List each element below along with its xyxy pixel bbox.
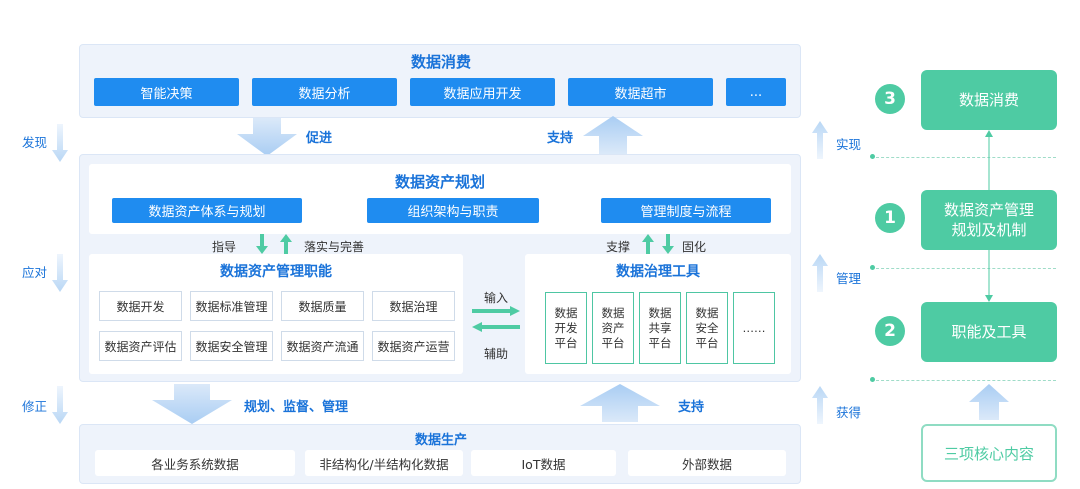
tool-dev-platform: 数据 开发 平台 [545, 292, 587, 364]
consumption-item-app-dev: 数据应用开发 [410, 78, 555, 106]
tool-security-platform: 数据 安全 平台 [686, 292, 728, 364]
core-functions-box: 职能及工具 [921, 302, 1057, 362]
planning-item-organization: 组织架构与职责 [367, 198, 539, 223]
discover-down-arrow [52, 124, 68, 162]
function-evaluation: 数据资产评估 [99, 331, 182, 361]
tool-asset-platform: 数据 资产 平台 [592, 292, 634, 364]
plan-down-arrow [152, 384, 232, 424]
implement-label: 落实与完善 [304, 240, 365, 254]
core-consumption-box: 数据消费 [921, 70, 1057, 130]
separator-line [876, 380, 1056, 381]
core-planning-box: 数据资产管理 规划及机制 [921, 190, 1057, 250]
correct-label: 修正 [22, 399, 48, 414]
function-standard: 数据标准管理 [190, 291, 273, 321]
production-title: 数据生产 [414, 433, 467, 448]
obtain-label: 获得 [836, 405, 862, 420]
guide-down-arrow [256, 234, 268, 254]
realize-up-arrow [812, 121, 828, 159]
step-1-badge: 1 [875, 203, 905, 233]
functions-title: 数据资产管理职能 [220, 264, 332, 280]
top-support-label: 支持 [547, 131, 574, 146]
plan-supervise-label: 规划、监督、管理 [244, 400, 349, 415]
separator-dot [870, 265, 875, 270]
consumption-item-market: 数据超市 [568, 78, 713, 106]
consumption-title: 数据消费 [410, 53, 471, 71]
core-content-box: 三项核心内容 [921, 424, 1057, 482]
separator-dot [870, 377, 875, 382]
manage-up-arrow [812, 254, 828, 292]
planning-item-policy: 管理制度与流程 [601, 198, 771, 223]
respond-down-arrow [52, 254, 68, 292]
manage-label: 管理 [836, 271, 862, 286]
correct-down-arrow [52, 386, 68, 424]
assist-label: 辅助 [484, 347, 509, 361]
separator-line [876, 268, 1056, 269]
promote-label: 促进 [306, 131, 333, 146]
tool-share-platform: 数据 共享 平台 [639, 292, 681, 364]
realize-label: 实现 [836, 137, 862, 152]
consumption-item-more: ... [726, 78, 786, 106]
consumption-item-analysis: 数据分析 [252, 78, 397, 106]
discover-label: 发现 [22, 135, 48, 150]
function-governance: 数据治理 [372, 291, 455, 321]
consumption-item-decision: 智能决策 [94, 78, 239, 106]
production-item-iot: IoT数据 [471, 450, 616, 476]
production-item-unstructured: 非结构化/半结构化数据 [305, 450, 463, 476]
function-quality: 数据质量 [281, 291, 364, 321]
implement-up-arrow [280, 234, 292, 254]
solidify-label: 固化 [682, 240, 707, 254]
input-label: 输入 [484, 291, 509, 305]
support-small-up-arrow [642, 234, 654, 254]
function-operation: 数据资产运营 [372, 331, 455, 361]
step-3-badge: 3 [875, 84, 905, 114]
function-dev: 数据开发 [99, 291, 182, 321]
assist-left-arrow [472, 322, 520, 332]
separator-line [876, 157, 1056, 158]
tool-more: …… [733, 292, 775, 364]
planning-title: 数据资产规划 [394, 173, 485, 191]
respond-label: 应对 [22, 265, 48, 280]
support-up-arrow [583, 116, 643, 154]
right-support-label: 支撑 [606, 240, 631, 254]
bottom-support-up-arrow [580, 384, 660, 422]
solidify-down-arrow [662, 234, 674, 254]
tools-title: 数据治理工具 [616, 264, 700, 280]
planning-item-system: 数据资产体系与规划 [112, 198, 302, 223]
production-item-business: 各业务系统数据 [95, 450, 295, 476]
function-circulation: 数据资产流通 [281, 331, 364, 361]
function-security: 数据安全管理 [190, 331, 273, 361]
production-item-external: 外部数据 [628, 450, 786, 476]
consumption-panel: 数据消费 智能决策 数据分析 数据应用开发 数据超市 ... [79, 44, 801, 118]
production-panel: 数据生产 各业务系统数据 非结构化/半结构化数据 IoT数据 外部数据 [79, 424, 801, 484]
bottom-support-label: 支持 [678, 400, 705, 415]
guide-label: 指导 [212, 240, 237, 254]
core-up-arrow [969, 384, 1009, 420]
obtain-up-arrow [812, 386, 828, 424]
step-2-badge: 2 [875, 316, 905, 346]
promote-down-arrow [237, 118, 297, 156]
separator-dot [870, 154, 875, 159]
input-right-arrow [472, 306, 520, 316]
